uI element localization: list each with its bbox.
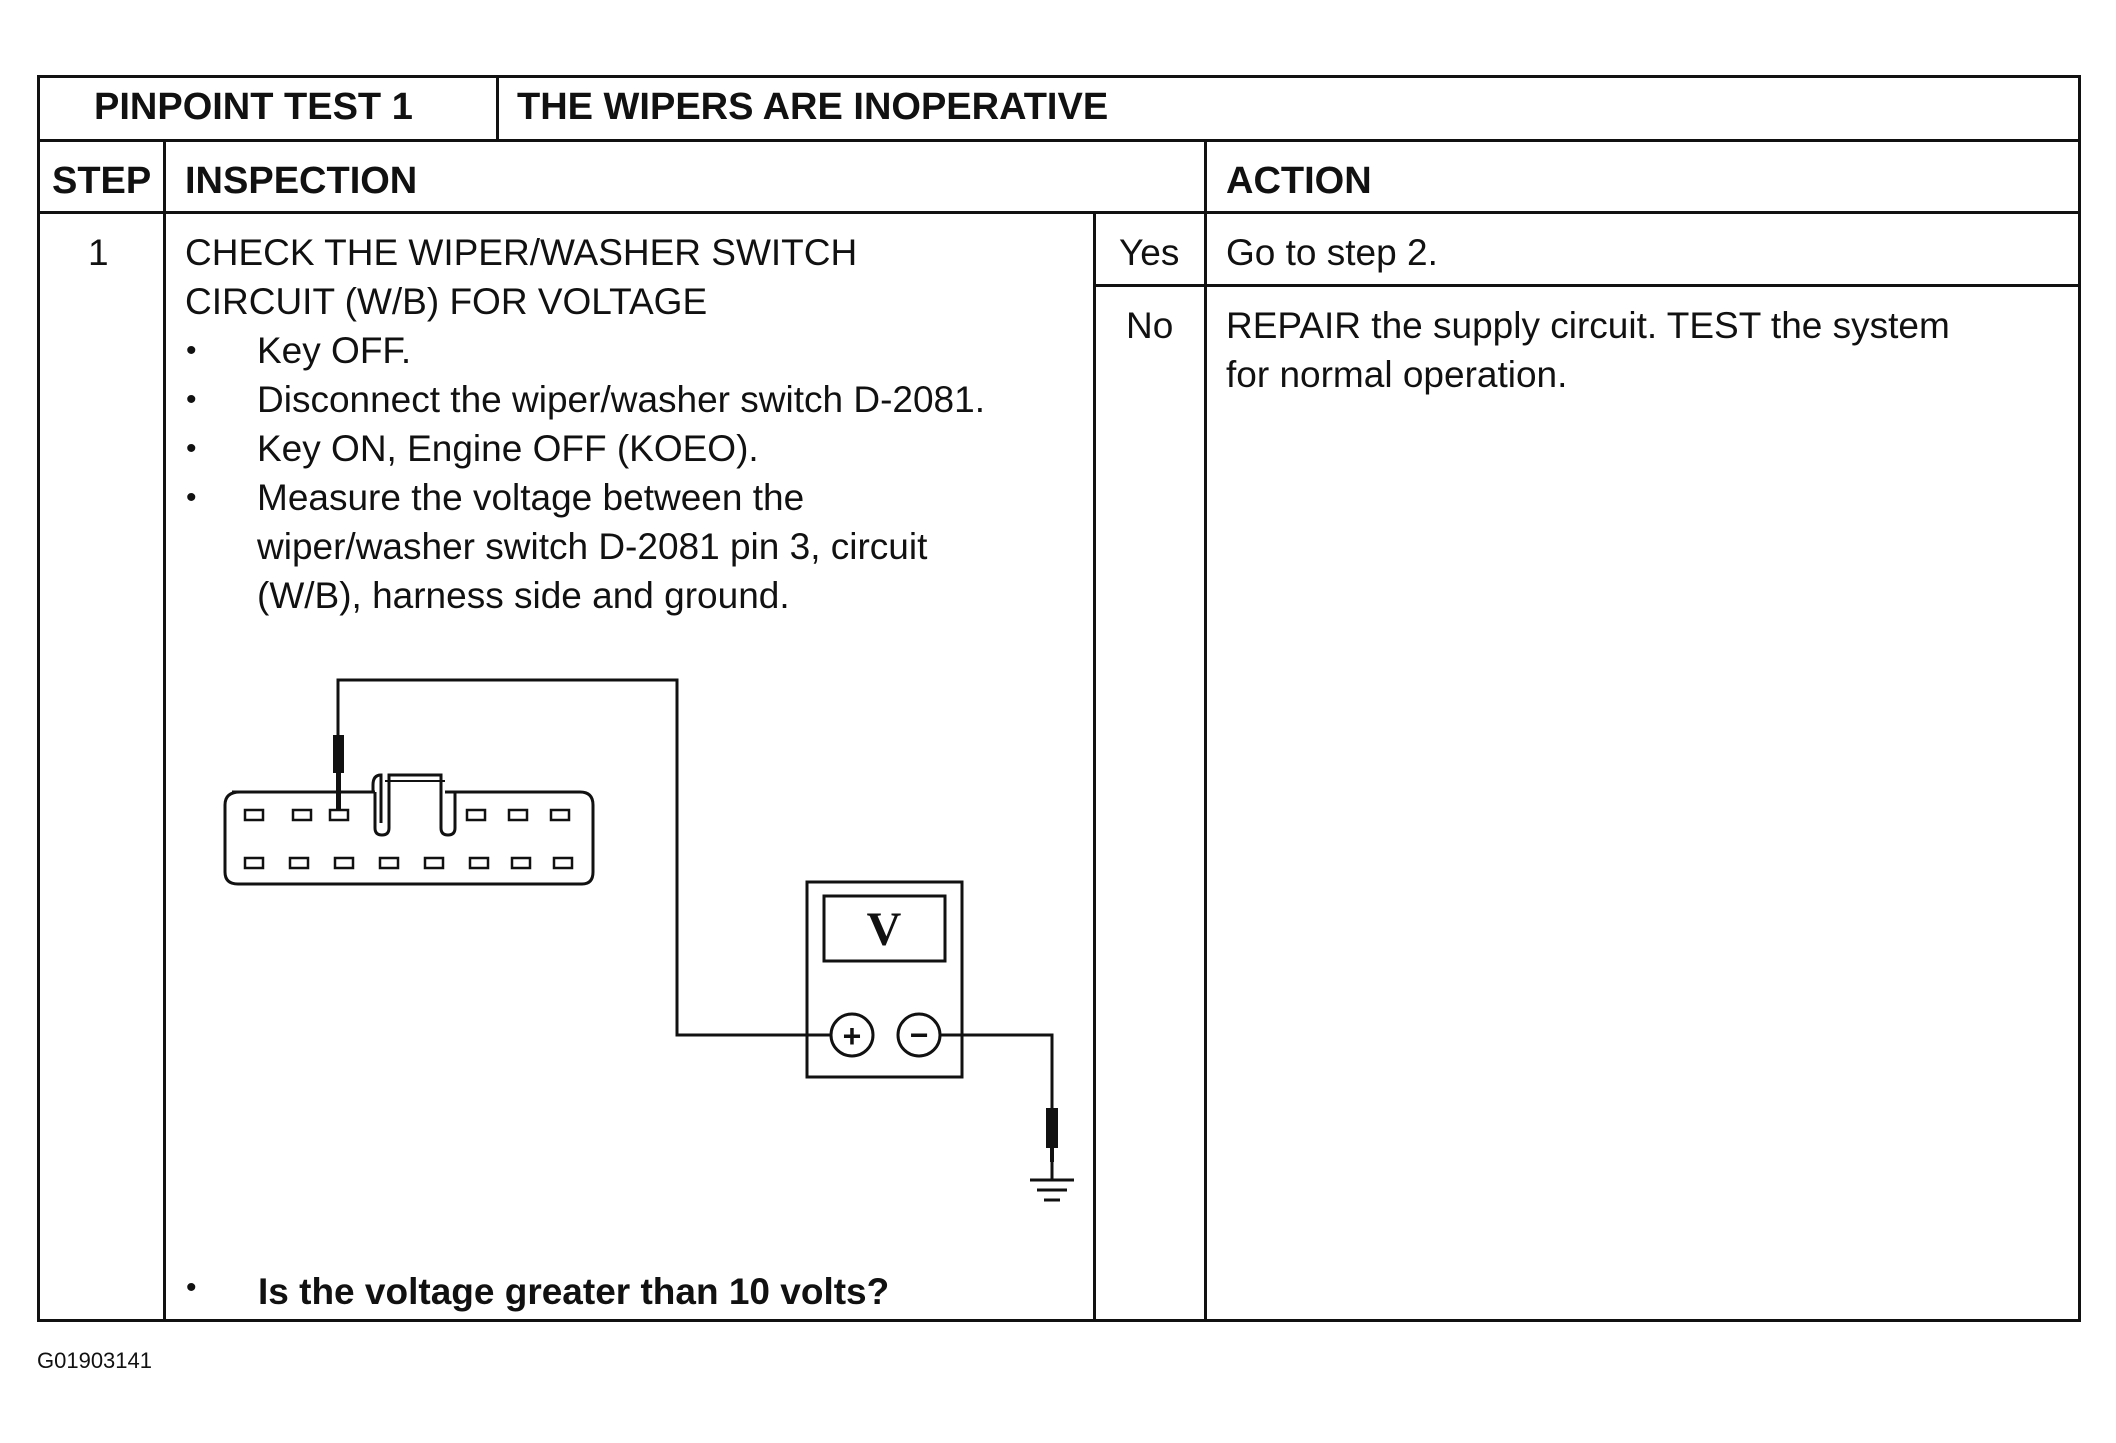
list-item: Disconnect the wiper/washer switch D-208… <box>185 375 985 424</box>
yes-no-divider <box>1093 284 2081 287</box>
connector-body <box>223 790 595 886</box>
no-action-line2: for normal operation. <box>1226 354 1568 395</box>
no-action-line1: REPAIR the supply circuit. TEST the syst… <box>1226 305 1950 346</box>
list-item: Key OFF. <box>185 326 985 375</box>
test-title: THE WIPERS ARE INOPERATIVE <box>517 86 1109 128</box>
column-action: ACTION <box>1226 160 1372 202</box>
list-item-continuation: wiper/washer switch D-2081 pin 3, circui… <box>257 526 928 567</box>
inspection-steps-list: Key OFF. Disconnect the wiper/washer swi… <box>185 326 985 522</box>
connector-pins-top <box>243 808 571 822</box>
list-item: Key ON, Engine OFF (KOEO). <box>185 424 985 473</box>
pinpoint-test-table <box>37 75 2081 1322</box>
ground-icon <box>1030 1160 1074 1202</box>
header-divider <box>37 139 2081 142</box>
positive-terminal <box>829 1012 875 1058</box>
step-title-line2: CIRCUIT (W/B) FOR VOLTAGE <box>185 281 708 322</box>
plus-symbol: + <box>843 1018 862 1054</box>
bullet-icon: • <box>186 1271 197 1304</box>
step-title-line1: CHECK THE WIPER/WASHER SWITCH <box>185 232 858 273</box>
no-label: No <box>1126 305 1174 346</box>
yes-action: Go to step 2. <box>1226 232 1438 273</box>
minus-symbol: − <box>910 1017 929 1053</box>
yes-label: Yes <box>1119 232 1180 273</box>
voltmeter-body <box>805 880 964 1079</box>
negative-terminal <box>896 1012 942 1058</box>
list-item-continuation: (W/B), harness side and ground. <box>257 575 790 616</box>
figure-id: G01903141 <box>37 1348 152 1373</box>
ground-probe-icon <box>1046 1108 1058 1162</box>
question-text: Is the voltage greater than 10 volts? <box>258 1271 890 1312</box>
probe-icon <box>333 735 344 811</box>
title-divider <box>496 75 499 141</box>
step-column-divider <box>163 139 166 1322</box>
negative-lead-wire <box>941 1033 1054 1115</box>
inspection-column-divider <box>1093 211 1096 1322</box>
positive-lead-wire <box>336 678 830 1037</box>
column-step: STEP <box>52 160 152 202</box>
voltmeter-symbol: V <box>867 903 902 956</box>
list-item: Measure the voltage between the <box>185 473 985 522</box>
connector-pins-bottom <box>243 856 574 870</box>
connector-latch <box>373 773 457 837</box>
step-number: 1 <box>88 232 109 273</box>
voltmeter-display <box>822 894 947 963</box>
test-label: PINPOINT TEST 1 <box>94 86 413 128</box>
action-column-divider <box>1204 139 1207 1322</box>
inspection-question: • Is the voltage greater than 10 volts? <box>186 1271 889 1313</box>
column-inspection: INSPECTION <box>185 160 418 202</box>
column-header-divider <box>37 211 2081 214</box>
